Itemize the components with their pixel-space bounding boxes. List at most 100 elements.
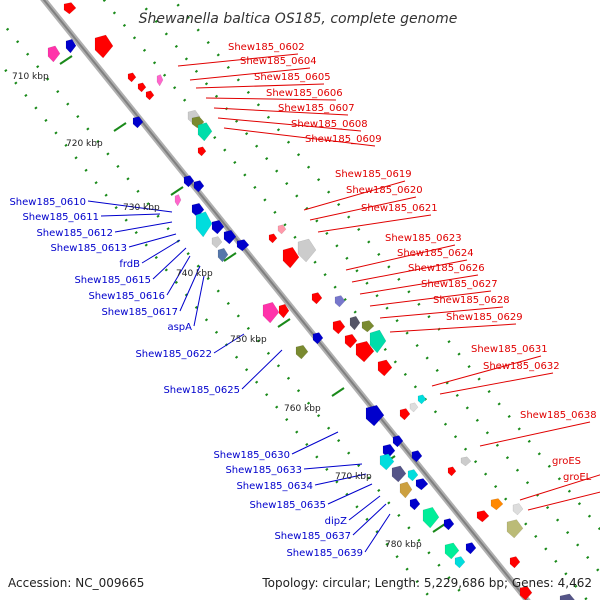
gene-feature xyxy=(519,585,533,600)
gene-feature xyxy=(399,481,413,499)
gene-label-right: Shew185_0626 xyxy=(408,263,485,274)
scale-label: 760 kbp xyxy=(284,404,321,414)
gene-feature xyxy=(183,175,195,188)
gene-label-left: Shew185_0637 xyxy=(274,531,351,542)
gene-label-right: groES xyxy=(552,456,581,467)
gene-label-right: Shew185_0621 xyxy=(361,203,438,214)
gene-feature xyxy=(297,238,317,263)
label-leader xyxy=(479,421,591,447)
label-leader xyxy=(179,265,201,312)
gene-feature xyxy=(361,320,375,333)
gene-feature xyxy=(156,74,164,87)
gene-labels: Shew185_0602Shew185_0604Shew185_0605Shew… xyxy=(9,42,596,559)
gene-label-right: Shew185_0607 xyxy=(278,103,355,114)
gene-feature xyxy=(369,329,387,354)
label-leader-lines xyxy=(87,53,600,553)
gene-feature xyxy=(559,593,575,600)
label-leader xyxy=(364,513,391,553)
gene-label-right: Shew185_0632 xyxy=(483,361,560,372)
label-leader xyxy=(223,127,376,147)
gene-feature xyxy=(476,510,490,523)
gene-label-right: Shew185_0620 xyxy=(346,185,423,196)
label-leader xyxy=(317,214,432,233)
gene-label-left: Shew185_0622 xyxy=(135,349,212,360)
gene-label-left: dipZ xyxy=(325,516,347,527)
gene-feature xyxy=(63,2,77,15)
label-leader xyxy=(359,274,479,295)
label-leader xyxy=(379,306,504,319)
label-leader xyxy=(141,239,181,264)
scale-label: 730 kbp xyxy=(123,203,160,213)
label-leader xyxy=(213,107,349,116)
scale-tick xyxy=(277,318,291,328)
label-leader xyxy=(100,213,161,217)
gene-feature xyxy=(295,344,309,360)
label-leader xyxy=(152,247,187,280)
label-leader xyxy=(369,290,492,307)
gene-feature xyxy=(377,359,393,377)
gene-label-left: Shew185_0616 xyxy=(88,291,165,302)
gene-feature xyxy=(223,229,237,245)
gene-label-left: Shew185_0611 xyxy=(22,212,99,223)
gene-feature xyxy=(490,498,504,511)
gene-feature xyxy=(193,180,205,193)
gene-label-right: Shew185_0608 xyxy=(291,119,368,130)
backbone xyxy=(40,0,531,600)
gene-feature xyxy=(391,465,407,483)
gene-feature xyxy=(311,292,323,305)
scale-label: 720 kbp xyxy=(66,139,103,149)
gene-label-left: Shew185_0634 xyxy=(236,481,313,492)
gene-label-left: Shew185_0639 xyxy=(286,548,363,559)
gene-feature xyxy=(217,247,229,263)
gene-label-right: Shew185_0624 xyxy=(397,248,474,259)
gene-feature xyxy=(312,332,324,345)
label-leader xyxy=(519,474,600,501)
label-leader xyxy=(193,275,205,327)
gene-label-left: Shew185_0635 xyxy=(249,500,326,511)
gene-feature xyxy=(349,315,361,331)
gene-features xyxy=(47,2,575,600)
label-leader xyxy=(128,233,177,248)
gene-label-right: Shew185_0631 xyxy=(471,344,548,355)
gene-feature xyxy=(512,503,524,516)
topology-text: Topology: circular; Length: 5,229,686 bp… xyxy=(261,576,592,590)
gene-label-right: Shew185_0629 xyxy=(446,312,523,323)
label-leader xyxy=(303,180,406,211)
gene-feature xyxy=(145,90,155,101)
label-leader xyxy=(303,463,363,470)
gene-label-right: Shew185_0627 xyxy=(421,279,498,290)
gene-label-left: Shew185_0630 xyxy=(213,450,290,461)
gene-feature xyxy=(417,394,427,405)
tick-track xyxy=(0,17,469,600)
gene-label-right: Shew185_0609 xyxy=(305,134,382,145)
label-leader xyxy=(527,491,600,511)
gene-feature xyxy=(65,38,77,54)
gene-label-right: Shew185_0623 xyxy=(385,233,462,244)
scale-tick xyxy=(432,523,446,533)
gene-feature xyxy=(197,146,207,157)
gene-label-left: Shew185_0610 xyxy=(9,197,86,208)
gene-feature xyxy=(47,45,61,63)
gene-feature xyxy=(407,469,419,482)
label-leader xyxy=(177,53,299,67)
scale-tick xyxy=(113,122,127,132)
label-leader xyxy=(314,473,367,486)
label-leader xyxy=(351,259,468,283)
gene-feature xyxy=(454,556,466,569)
scale-label: 750 kbp xyxy=(230,335,267,345)
label-leader xyxy=(327,483,373,505)
gene-feature xyxy=(509,556,521,569)
label-leader xyxy=(189,67,311,81)
label-leader xyxy=(291,431,339,455)
gene-feature xyxy=(278,303,290,319)
gene-feature xyxy=(197,122,213,142)
gene-label-right: Shew185_0605 xyxy=(254,72,331,83)
gene-label-left: Shew185_0617 xyxy=(101,307,178,318)
scale-tick xyxy=(59,55,73,65)
gene-label-left: frdB xyxy=(119,259,140,270)
label-leader xyxy=(439,372,554,395)
gene-feature xyxy=(268,233,278,244)
